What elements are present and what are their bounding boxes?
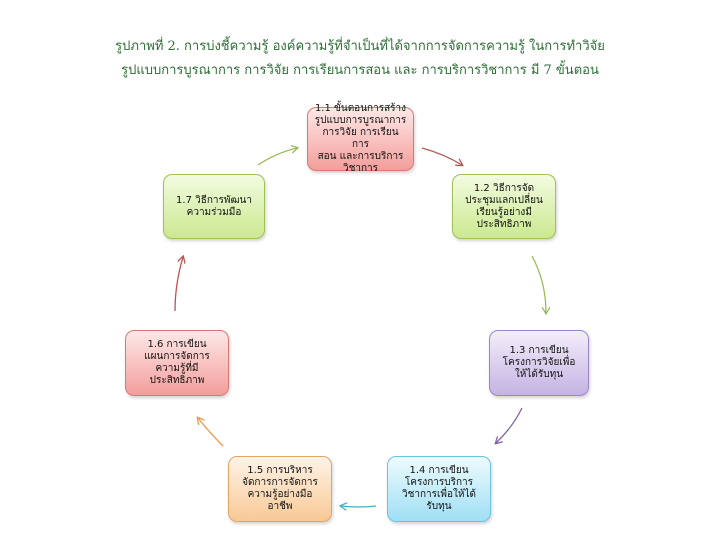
figure-title-line-1: รูปภาพที่ 2. การบ่งชี้ความรู้ องค์ความรู… — [115, 39, 605, 54]
arrow-2-to-3 — [531, 255, 546, 313]
arrow-6-to-7 — [174, 257, 183, 312]
step-1-4-line-3: วิชาการเพื่อให้ได้ — [401, 489, 477, 500]
arrow-7-to-1 — [257, 148, 297, 166]
step-1-1-line-1: 1.1 ขั้นตอนการสร้าง — [314, 103, 407, 114]
step-1-6-line-4: ประสิทธิภาพ — [149, 375, 205, 386]
step-1-4-line-4: รับทุน — [426, 501, 452, 512]
step-1-6-line-3: ความรู้ที่มี — [155, 363, 199, 374]
step-1-2-line-1: 1.2 วิธีการจัด — [473, 182, 535, 194]
step-1-7-box: 1.7 วิธีการพัฒนา ความร่วมมือ — [163, 174, 265, 239]
step-1-3-line-2: โครงการวิจัยเพื่อ — [502, 357, 576, 368]
arrow-1-to-2 — [421, 147, 462, 165]
step-1-5-line-3: ความรู้อย่างมือ — [247, 489, 313, 500]
step-1-6-line-2: แผนการจัดการ — [144, 351, 210, 362]
arrow-5-to-6 — [198, 418, 224, 447]
step-1-5-line-2: จัดการการจัดการ — [242, 477, 318, 488]
step-1-6-box: 1.6 การเขียน แผนการจัดการ ความรู้ที่มี ป… — [125, 330, 229, 396]
step-1-1-box: 1.1 ขั้นตอนการสร้าง รูปแบบการบูรณาการ กา… — [307, 103, 414, 174]
step-1-1-line-2: รูปแบบการบูรณาการ — [314, 115, 407, 126]
step-1-1-line-5: วิชาการ — [342, 163, 379, 174]
step-1-2-line-3: เรียนรู้อย่างมี — [476, 206, 532, 218]
figure-title-line-2: รูปแบบการบูรณาการ การวิจัย การเรียนการสอ… — [121, 63, 599, 78]
step-1-3-box: 1.3 การเขียน โครงการวิจัยเพื่อ ให้ได้รับ… — [489, 330, 589, 396]
step-1-1-line-4: สอน และการบริการ — [317, 151, 404, 162]
step-1-3-line-1: 1.3 การเขียน — [509, 345, 569, 356]
step-1-2-line-2: ประชุมแลกเปลี่ยน — [465, 194, 543, 206]
step-1-4-line-2: โครงการบริการ — [404, 477, 474, 488]
step-1-1-line-3: การวิจัย การเรียนการ — [322, 127, 399, 150]
arrow-4-to-5 — [341, 506, 377, 507]
arrow-3-to-4 — [496, 407, 523, 443]
step-1-7-line-1: 1.7 วิธีการพัฒนา — [176, 194, 252, 206]
step-1-5-line-4: อาชีพ — [267, 501, 293, 512]
step-1-4-box: 1.4 การเขียน โครงการบริการ วิชาการเพื่อใ… — [387, 456, 491, 522]
step-1-2-box: 1.2 วิธีการจัด ประชุมแลกเปลี่ยน เรียนรู้… — [452, 174, 556, 239]
step-1-3-line-3: ให้ได้รับทุน — [514, 369, 564, 380]
step-1-5-line-1: 1.5 การบริหาร — [247, 465, 313, 476]
step-1-2-line-4: ประสิทธิภาพ — [476, 218, 532, 230]
step-1-4-line-1: 1.4 การเขียน — [409, 465, 469, 476]
step-1-6-line-1: 1.6 การเขียน — [147, 339, 207, 350]
step-1-7-line-2: ความร่วมมือ — [186, 206, 242, 218]
step-1-5-box: 1.5 การบริหาร จัดการการจัดการ ความรู้อย่… — [228, 456, 332, 522]
